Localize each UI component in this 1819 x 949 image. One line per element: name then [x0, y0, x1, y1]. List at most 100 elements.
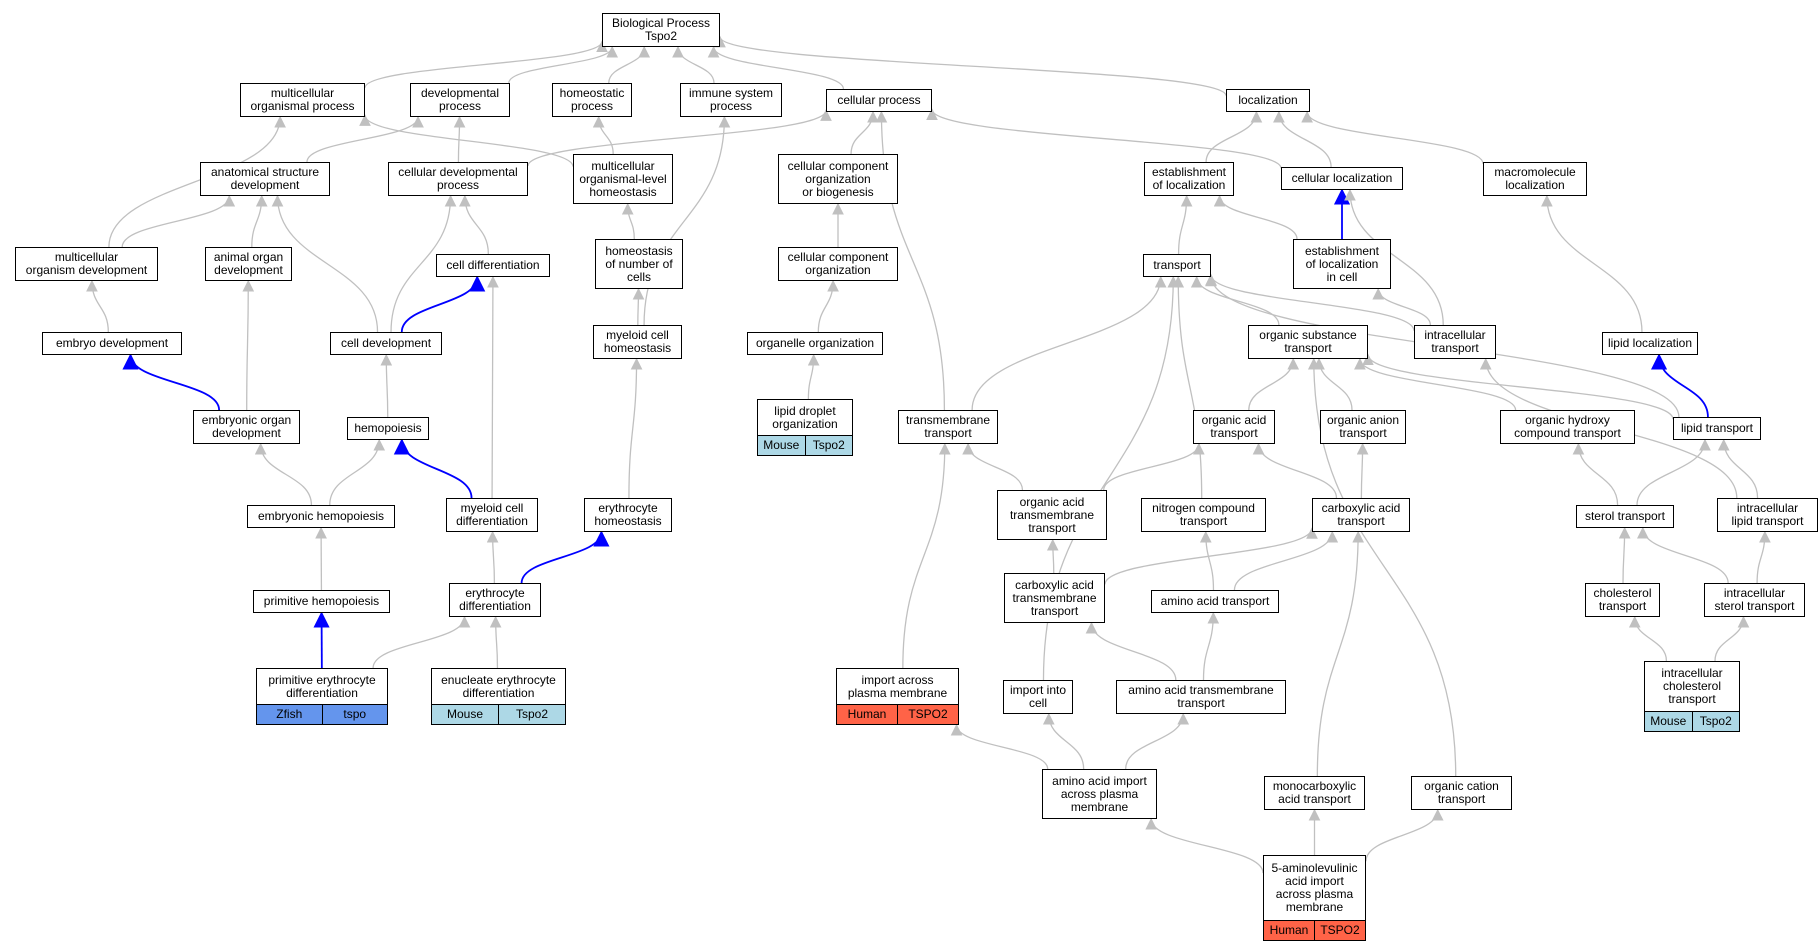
- node-import-cell[interactable]: import into cell: [1003, 680, 1073, 714]
- node-cell-dev[interactable]: cell development: [330, 332, 442, 355]
- node-label: organic hydroxy compound transport: [1514, 413, 1621, 440]
- node-myeloid-homeo[interactable]: myeloid cell homeostasis: [593, 325, 682, 359]
- node-org-acid[interactable]: organic acid transport: [1193, 410, 1275, 444]
- edge-aa-tm-to-ca-tm: [1085, 621, 1177, 681]
- node-animal-organ[interactable]: animal organ development: [205, 247, 292, 281]
- node-label: erythrocyte differentiation: [459, 586, 531, 613]
- gene-cell: tspo: [321, 705, 387, 724]
- edge-transport-to-est-loc: [1177, 194, 1193, 255]
- node-myeloid-diff[interactable]: myeloid cell differentiation: [446, 498, 538, 532]
- edge-lipid-droplet-to-organelle-org: [807, 353, 820, 400]
- edge-carbox-to-org-anion: [1356, 442, 1369, 499]
- node-lipid-trans[interactable]: lipid transport: [1673, 417, 1761, 440]
- node-monocarb[interactable]: monocarboxylic acid transport: [1264, 776, 1365, 810]
- node-aa-trans[interactable]: amino acid transport: [1151, 590, 1279, 613]
- edge-intra-trans-to-est-loc-cell: [1372, 287, 1432, 326]
- species-cell: Human: [837, 705, 897, 724]
- edge-est-loc-cell-to-est-loc: [1213, 194, 1298, 240]
- node-anat[interactable]: anatomical structure development: [200, 162, 330, 196]
- edge-ccob-to-cell-proc: [850, 110, 879, 155]
- edge-ca-tm-to-oa-tm: [1046, 538, 1059, 574]
- node-cell-loc[interactable]: cellular localization: [1281, 167, 1403, 190]
- species-cell: Zfish: [257, 705, 322, 724]
- node-cholesterol[interactable]: cholesterol transport: [1585, 583, 1660, 617]
- node-label: multicellular organismal process: [250, 86, 355, 113]
- node-org-anion[interactable]: organic anion transport: [1320, 410, 1406, 444]
- node-label: myeloid cell differentiation: [456, 501, 528, 528]
- edge-ala-to-org-cation: [1365, 808, 1444, 862]
- node-aa-import[interactable]: amino acid import across plasma membrane: [1042, 769, 1157, 819]
- node-homeo-num[interactable]: homeostasis of number of cells: [595, 239, 683, 289]
- node-nitrogen[interactable]: nitrogen compound transport: [1141, 498, 1266, 532]
- gene-cell: TSPO2: [897, 705, 958, 724]
- node-emb-organ[interactable]: embryonic organ development: [193, 410, 300, 444]
- edge-homeo-proc-to-bp: [608, 45, 651, 84]
- node-oa-tm[interactable]: organic acid transmembrane transport: [997, 490, 1107, 540]
- node-tm-trans[interactable]: transmembrane transport: [898, 410, 998, 444]
- edge-myeloid-diff-to-hemopoiesis: [393, 438, 473, 499]
- node-ery-diff[interactable]: erythrocyte differentiation: [449, 583, 541, 617]
- node-label: cellular component organization: [787, 250, 889, 277]
- node-embryo-dev[interactable]: embryo development: [42, 332, 182, 355]
- edge-aa-trans-to-carbox: [1233, 530, 1339, 591]
- node-ala[interactable]: 5-aminolevulinic acid import across plas…: [1263, 855, 1366, 941]
- node-cell-proc[interactable]: cellular process: [826, 89, 932, 112]
- node-aa-tm[interactable]: amino acid transmembrane transport: [1116, 680, 1286, 714]
- edge-oa-tm-to-org-acid: [1103, 442, 1205, 491]
- node-intra-sterol[interactable]: intracellular sterol transport: [1704, 583, 1805, 617]
- node-mo-homeo[interactable]: multicellular organismal-level homeostas…: [573, 154, 673, 204]
- node-multi-proc[interactable]: multicellular organismal process: [240, 83, 365, 117]
- node-org-sub[interactable]: organic substance transport: [1248, 325, 1368, 359]
- node-ccob[interactable]: cellular component organization or bioge…: [778, 154, 898, 204]
- node-cco[interactable]: cellular component organization: [778, 247, 898, 281]
- node-label: transport: [1153, 258, 1201, 272]
- node-dev-proc[interactable]: developmental process: [410, 83, 510, 117]
- node-prim-hemo[interactable]: primitive hemopoiesis: [253, 590, 390, 613]
- node-intra-trans[interactable]: intracellular transport: [1414, 325, 1496, 359]
- node-label: intracellular transport: [1424, 328, 1486, 355]
- edge-est-loc-to-localization: [1205, 110, 1263, 163]
- node-est-loc[interactable]: establishment of localization: [1144, 162, 1234, 196]
- edge-intra-chol-to-cholesterol: [1628, 615, 1668, 662]
- node-ca-tm[interactable]: carboxylic acid transmembrane transport: [1004, 573, 1105, 623]
- node-macro-loc[interactable]: macromolecule localization: [1483, 162, 1587, 196]
- species-cell: Mouse: [432, 705, 498, 724]
- node-org-hydroxy[interactable]: organic hydroxy compound transport: [1500, 410, 1635, 444]
- node-intra-lipid[interactable]: intracellular lipid transport: [1717, 498, 1818, 532]
- node-carbox[interactable]: carboxylic acid transport: [1312, 498, 1410, 532]
- edge-myeloid-diff-to-cell-diff: [487, 275, 499, 499]
- node-cell-dev-proc[interactable]: cellular developmental process: [388, 162, 528, 196]
- node-label: organelle organization: [755, 336, 875, 350]
- node-ery-homeo[interactable]: erythrocyte homeostasis: [584, 498, 672, 532]
- node-est-loc-cell[interactable]: establishment of localization in cell: [1293, 239, 1391, 289]
- node-label: sterol transport: [1584, 509, 1666, 523]
- node-homeo-proc[interactable]: homeostatic process: [552, 83, 632, 117]
- node-label: primitive hemopoiesis: [263, 594, 380, 608]
- node-localization[interactable]: localization: [1226, 89, 1310, 112]
- node-cell-diff[interactable]: cell differentiation: [436, 254, 550, 277]
- node-mo-dev[interactable]: multicellular organism development: [15, 247, 158, 281]
- node-organelle-org[interactable]: organelle organization: [747, 332, 883, 355]
- node-emb-hemo[interactable]: embryonic hemopoiesis: [247, 505, 395, 528]
- edge-mo-homeo-to-multi-proc: [359, 114, 574, 167]
- edge-homeo-num-to-mo-homeo: [621, 202, 635, 240]
- gene-cell: Tspo2: [804, 436, 852, 455]
- node-label: establishment of localization in cell: [1304, 243, 1380, 284]
- node-sterol[interactable]: sterol transport: [1576, 505, 1674, 528]
- edge-sterol-to-org-hydroxy: [1572, 442, 1619, 506]
- node-org-cation[interactable]: organic cation transport: [1411, 776, 1512, 810]
- edge-intra-sterol-to-intra-lipid: [1756, 530, 1771, 584]
- node-immune[interactable]: immune system process: [680, 83, 782, 117]
- node-lipid-loc[interactable]: lipid localization: [1602, 332, 1698, 355]
- node-transport[interactable]: transport: [1143, 254, 1211, 277]
- node-bp[interactable]: Biological Process Tspo2: [602, 13, 720, 47]
- node-label: cellular process: [837, 93, 921, 107]
- node-hemopoiesis[interactable]: hemopoiesis: [347, 417, 429, 440]
